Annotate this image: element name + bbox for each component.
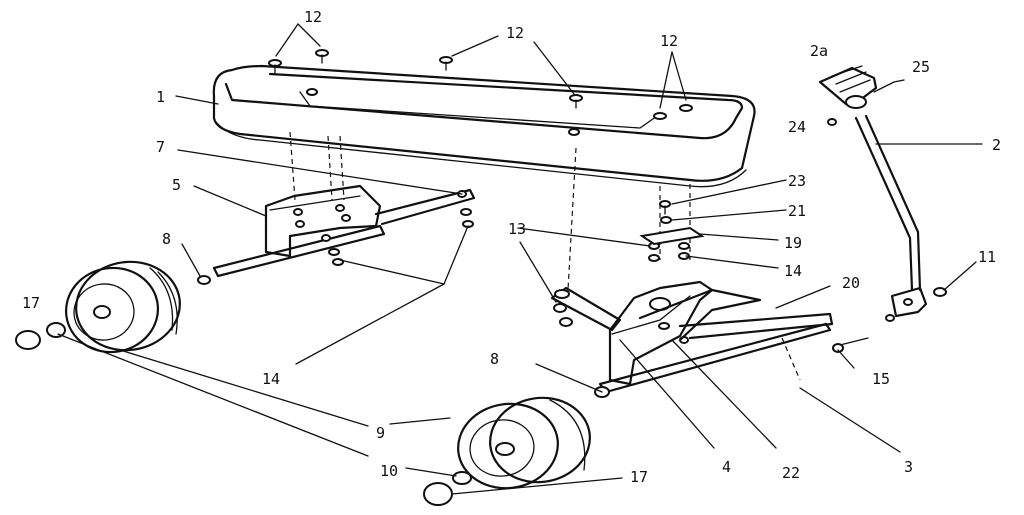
- label-14-right: 14: [784, 262, 802, 280]
- wagon-handle: [818, 65, 947, 353]
- label-25: 25: [912, 58, 930, 76]
- front-wheel: [457, 396, 591, 490]
- alignment-lines: [289, 131, 801, 381]
- rear-wheel: [64, 260, 181, 354]
- label-24: 24: [788, 118, 806, 136]
- label-12-center: 12: [506, 24, 524, 42]
- label-4: 4: [722, 458, 731, 476]
- rear-bolster: [212, 184, 476, 278]
- label-17-left: 17: [22, 294, 40, 312]
- screws-12: [268, 49, 693, 136]
- label-10: 10: [380, 462, 398, 480]
- label-11: 11: [978, 248, 996, 266]
- label-9: 9: [376, 424, 385, 442]
- label-12-right: 12: [660, 32, 678, 50]
- label-3: 3: [904, 458, 913, 476]
- label-2: 2: [992, 136, 1001, 154]
- label-21: 21: [788, 202, 806, 220]
- label-17-right: 17: [630, 468, 648, 486]
- label-5: 5: [172, 176, 181, 194]
- hub-caps: [15, 322, 472, 506]
- label-12-left: 12: [304, 8, 322, 26]
- label-15: 15: [872, 370, 890, 388]
- label-14-left: 14: [262, 370, 280, 388]
- label-20: 20: [842, 274, 860, 292]
- part-labels: 12 12 12 2a 25 1 24 2 7 23 5 21 13 8 19 …: [22, 8, 1001, 486]
- wagon-bed: [212, 64, 756, 188]
- washers: [197, 200, 705, 327]
- label-13: 13: [508, 220, 526, 238]
- leader-lines: [57, 23, 983, 495]
- label-19: 19: [784, 234, 802, 252]
- label-23: 23: [788, 172, 806, 190]
- label-7: 7: [156, 138, 165, 156]
- label-8-rear: 8: [162, 230, 171, 248]
- front-bolster: [550, 280, 834, 398]
- label-2a: 2a: [810, 42, 828, 60]
- label-8-front: 8: [490, 350, 499, 368]
- label-22: 22: [782, 464, 800, 482]
- label-1: 1: [156, 88, 165, 106]
